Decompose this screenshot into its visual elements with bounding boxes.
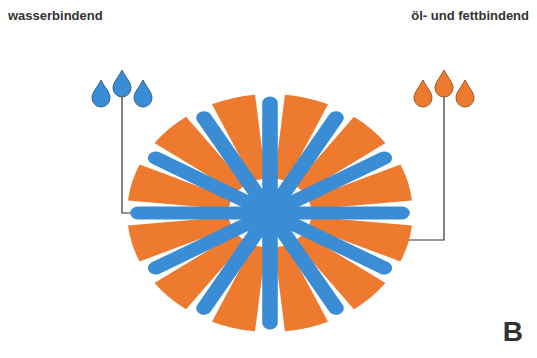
property-label: wasserbindend [8,8,103,23]
water-drops [92,70,152,107]
property-label: öl- und fettbindend [411,8,529,23]
oil-drops [414,70,474,107]
emulsifier-ring [126,93,413,332]
figure-letter: B [503,316,523,348]
